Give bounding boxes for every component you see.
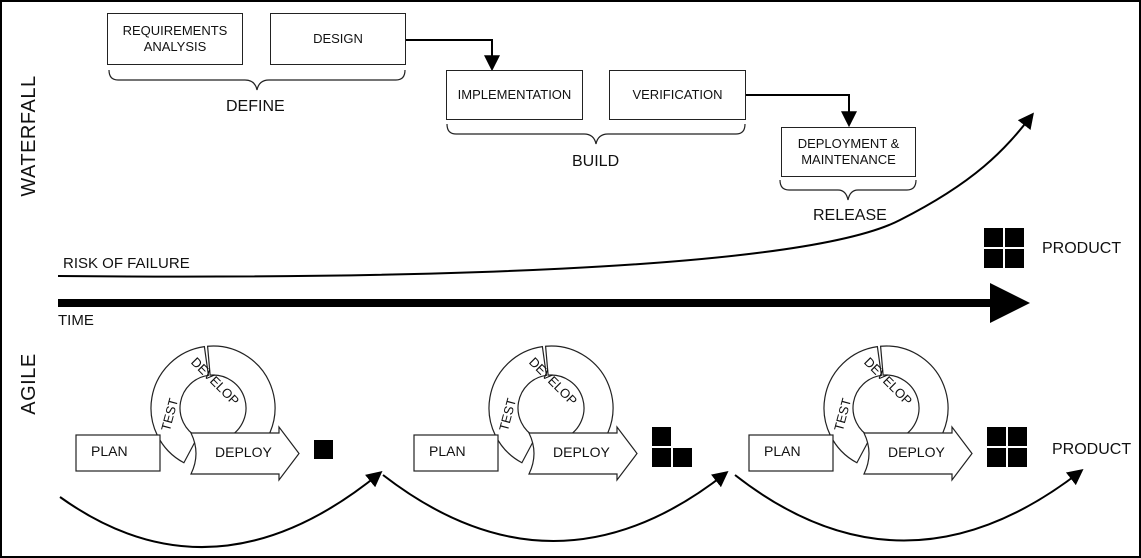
waterfall-product-square-1 — [984, 228, 1003, 247]
waterfall-product-square-2 — [1005, 228, 1024, 247]
verification-to-deployment-arrow — [746, 94, 857, 128]
plan-label-1: PLAN — [91, 443, 128, 459]
plan-label-2: PLAN — [429, 443, 466, 459]
deploy-arrow-3 — [863, 425, 973, 482]
agile-product-square-2-1 — [652, 427, 671, 446]
test-segment-1 — [150, 345, 210, 464]
deploy-label-1: DEPLOY — [215, 444, 272, 460]
build-group-label: BUILD — [572, 153, 620, 170]
requirements-analysis-box: REQUIREMENTS ANALYSIS — [107, 13, 243, 65]
deployment-maintenance-label: DEPLOYMENT & MAINTENANCE — [797, 136, 900, 167]
agile-product-square-3-1 — [987, 427, 1006, 446]
deployment-maintenance-box: DEPLOYMENT & MAINTENANCE — [781, 127, 916, 177]
deploy-label-2: DEPLOY — [553, 444, 610, 460]
requirements-analysis-label: REQUIREMENTS ANALYSIS — [122, 23, 228, 54]
plan-box-3 — [748, 434, 834, 472]
implementation-label: IMPLEMENTATION — [457, 87, 572, 102]
design-to-implementation-arrow — [406, 39, 500, 72]
agile-cycle-3 — [748, 345, 973, 482]
design-box: DESIGN — [270, 13, 406, 65]
agile-product-label: PRODUCT — [1052, 441, 1132, 458]
agile-cycle-1 — [75, 345, 300, 482]
time-label: TIME — [58, 312, 94, 329]
plan-box-2 — [413, 434, 499, 472]
release-brace — [779, 179, 917, 201]
agile-arc-2 — [382, 471, 729, 542]
build-brace — [446, 123, 746, 145]
waterfall-product-square-4 — [1005, 249, 1024, 268]
test-segment-2 — [488, 345, 548, 464]
agile-product-square-3-3 — [987, 448, 1006, 467]
risk-curve — [57, 112, 1034, 278]
verification-label: VERIFICATION — [632, 87, 723, 102]
agile-product-square-2-2 — [652, 448, 671, 467]
verification-box: VERIFICATION — [609, 70, 746, 120]
risk-of-failure-label: RISK OF FAILURE — [63, 255, 190, 272]
define-brace — [108, 69, 406, 91]
release-group-label: RELEASE — [813, 207, 887, 224]
agile-section-label: AGILE — [18, 353, 40, 415]
waterfall-product-label: PRODUCT — [1042, 240, 1122, 257]
define-group-label: DEFINE — [226, 98, 285, 115]
agile-product-square-2-3 — [673, 448, 692, 467]
deploy-arrow-1 — [190, 425, 300, 482]
deploy-label-3: DEPLOY — [888, 444, 945, 460]
design-label: DESIGN — [313, 31, 363, 46]
agile-product-square-1-1 — [314, 440, 333, 459]
test-segment-3 — [823, 345, 883, 464]
implementation-box: IMPLEMENTATION — [446, 70, 583, 120]
waterfall-section-label: WATERFALL — [18, 75, 40, 197]
agile-arc-1 — [59, 470, 383, 549]
waterfall-product-square-3 — [984, 249, 1003, 268]
agile-product-square-3-4 — [1008, 448, 1027, 467]
plan-box-1 — [75, 434, 161, 472]
agile-product-square-3-2 — [1008, 427, 1027, 446]
agile-cycle-2 — [413, 345, 638, 482]
deploy-arrow-2 — [528, 425, 638, 482]
agile-arc-3 — [734, 469, 1084, 542]
plan-label-3: PLAN — [764, 443, 801, 459]
